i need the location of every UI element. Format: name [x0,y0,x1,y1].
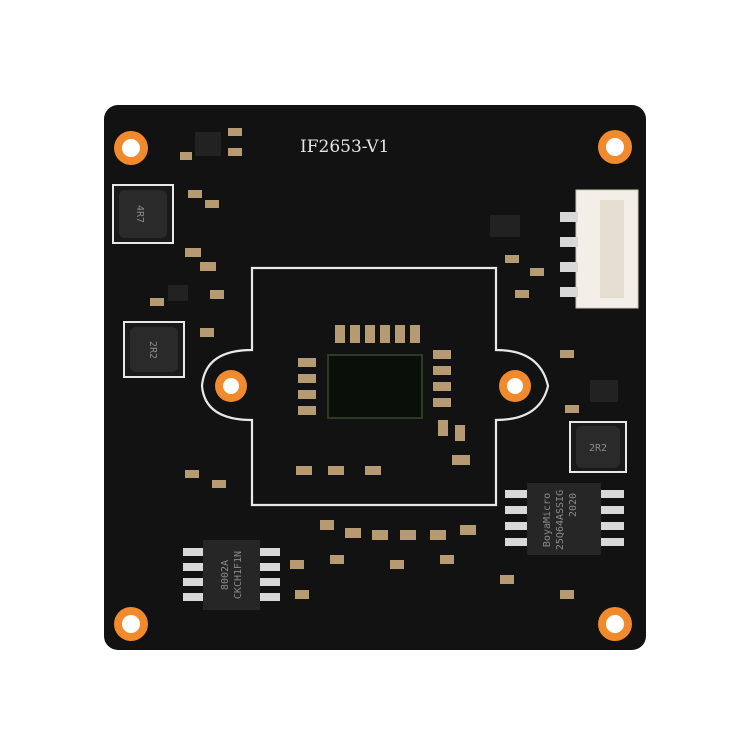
amplifier-chip: 8002A CKCH1F1N [183,540,280,610]
inductor-2r2-left: 2R2 [123,321,185,378]
inductor-2r2-right: 2R2 [569,421,627,473]
sensor-capacitors [296,325,470,475]
image-sensor [327,354,423,419]
mounting-holes [114,130,632,641]
amp-chip-part: 8002A [220,560,231,590]
flash-chip-brand: BoyaMicro [542,493,553,547]
amp-chip-code: CKCH1F1N [233,551,244,599]
inductor-marking: 2R2 [147,341,158,359]
passive-components [150,128,618,599]
wire-connector [560,189,639,309]
board-label: IF2653-V1 [300,137,389,157]
inductor-4r7: 4R7 [112,184,174,244]
flash-chip: BoyaMicro 25Q64ASSIG 2020 [505,483,624,555]
flash-chip-date: 2020 [568,493,579,517]
inductor-marking: 2R2 [589,443,607,454]
flash-chip-part: 25Q64ASSIG [555,490,566,550]
lens-holder-outline [200,266,550,507]
inductor-marking: 4R7 [134,205,145,223]
